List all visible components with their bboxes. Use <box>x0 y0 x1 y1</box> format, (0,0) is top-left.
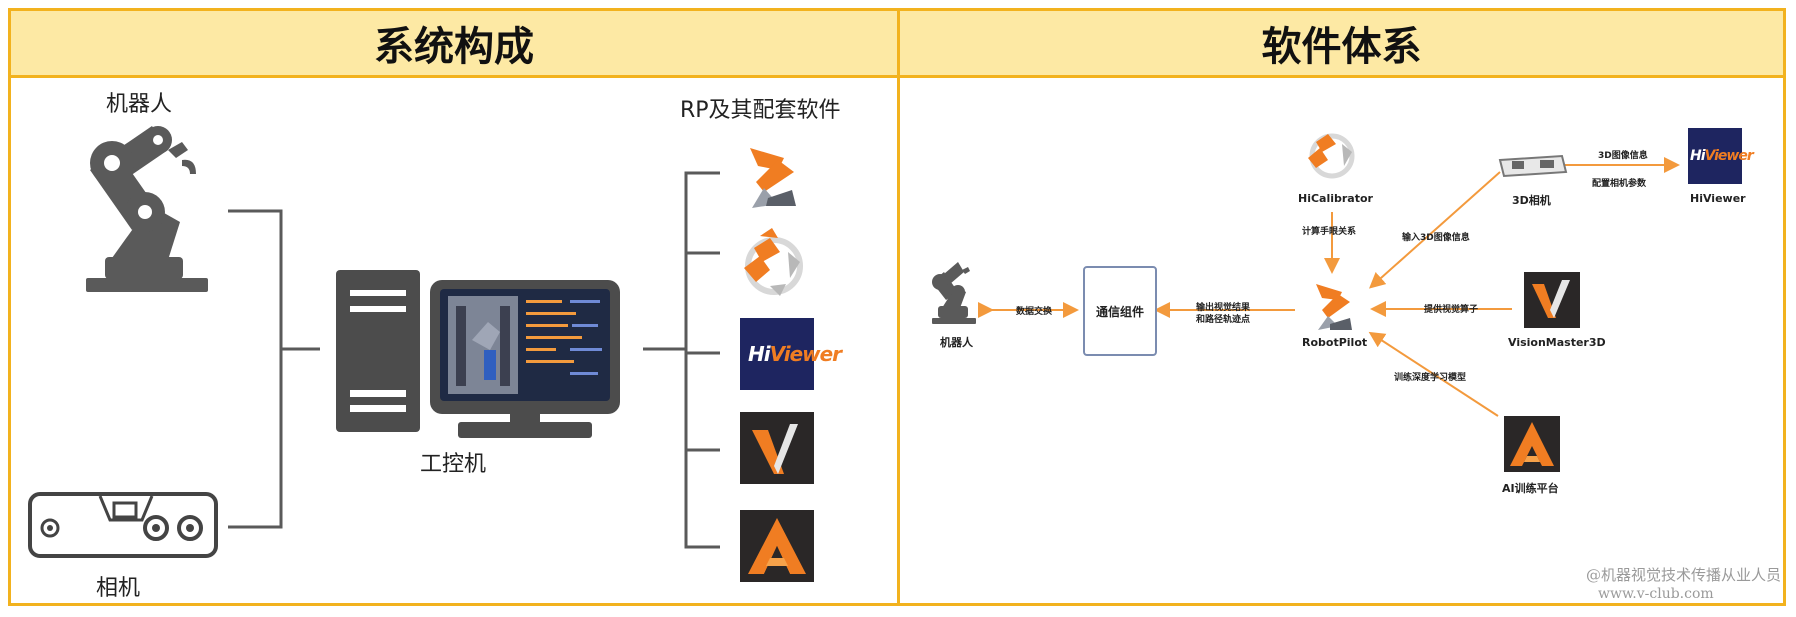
software-group-label: RP及其配套软件 <box>680 98 841 123</box>
robotpilot-logo-icon <box>750 148 796 208</box>
edge-label-output-1: 输出视觉结果 <box>1196 303 1251 313</box>
small-ai-platform-icon <box>1504 416 1560 472</box>
node-label-robot: 机器人 <box>940 336 973 349</box>
edge-label-config-params: 配置相机参数 <box>1592 179 1647 189</box>
industrial-pc-icon <box>336 270 620 438</box>
system-connector-lines <box>228 171 720 549</box>
edge-train-model <box>1368 331 1499 417</box>
small-robotpilot-icon <box>1316 284 1352 330</box>
watermark-line2: www.v-club.com <box>1598 586 1714 602</box>
panel-divider <box>897 8 900 606</box>
node-label-hiviewer: HiViewer <box>1690 192 1746 205</box>
camera-label: 相机 <box>96 576 141 601</box>
edge-label-data-exchange: 数据交换 <box>1016 307 1053 317</box>
node-label-ai-platform: AI训练平台 <box>1502 482 1559 495</box>
small-hiviewer-icon <box>1688 128 1742 184</box>
edge-label-input-3d: 输入3D图像信息 <box>1402 233 1470 243</box>
hicalibrator-logo-icon <box>744 228 803 296</box>
small-robot-icon <box>932 262 976 324</box>
left-panel-title: 系统构成 <box>8 8 900 78</box>
ipc-label: 工控机 <box>420 452 487 477</box>
edge-label-3d-info: 3D图像信息 <box>1598 151 1648 161</box>
ai-platform-logo-icon <box>740 510 814 582</box>
node-label-3d-camera: 3D相机 <box>1512 194 1551 207</box>
hiviewer-logo-text: HiViewer <box>748 342 842 366</box>
edge-label-calc-handeye: 计算手眼关系 <box>1302 227 1357 237</box>
stereo-camera-icon <box>28 492 218 558</box>
edge-input-3d <box>1369 171 1501 289</box>
edge-label-output-2: 和路径轨迹点 <box>1196 315 1251 325</box>
visionmaster-logo-icon <box>740 412 814 484</box>
edge-label-provide-operator: 提供视觉算子 <box>1424 305 1479 315</box>
watermark-line1: @机器视觉技术传播从业人员 <box>1586 566 1782 584</box>
small-hicalibrator-icon <box>1308 133 1355 179</box>
node-label-robotpilot: RobotPilot <box>1302 336 1368 349</box>
small-3d-camera-icon <box>1498 154 1568 178</box>
comm-component-node: 通信组件 <box>1083 266 1157 356</box>
small-visionmaster-icon <box>1524 272 1580 328</box>
node-label-hicalibrator: HiCalibrator <box>1298 192 1373 205</box>
node-label-visionmaster: VisionMaster3D <box>1508 336 1606 349</box>
hiviewer-logo-icon <box>740 318 814 390</box>
robot-label: 机器人 <box>106 92 173 117</box>
small-hiviewer-logo-text: HiViewer <box>1690 148 1754 164</box>
edge-label-train-model: 训练深度学习模型 <box>1394 373 1467 383</box>
right-panel-title: 软件体系 <box>897 8 1786 78</box>
